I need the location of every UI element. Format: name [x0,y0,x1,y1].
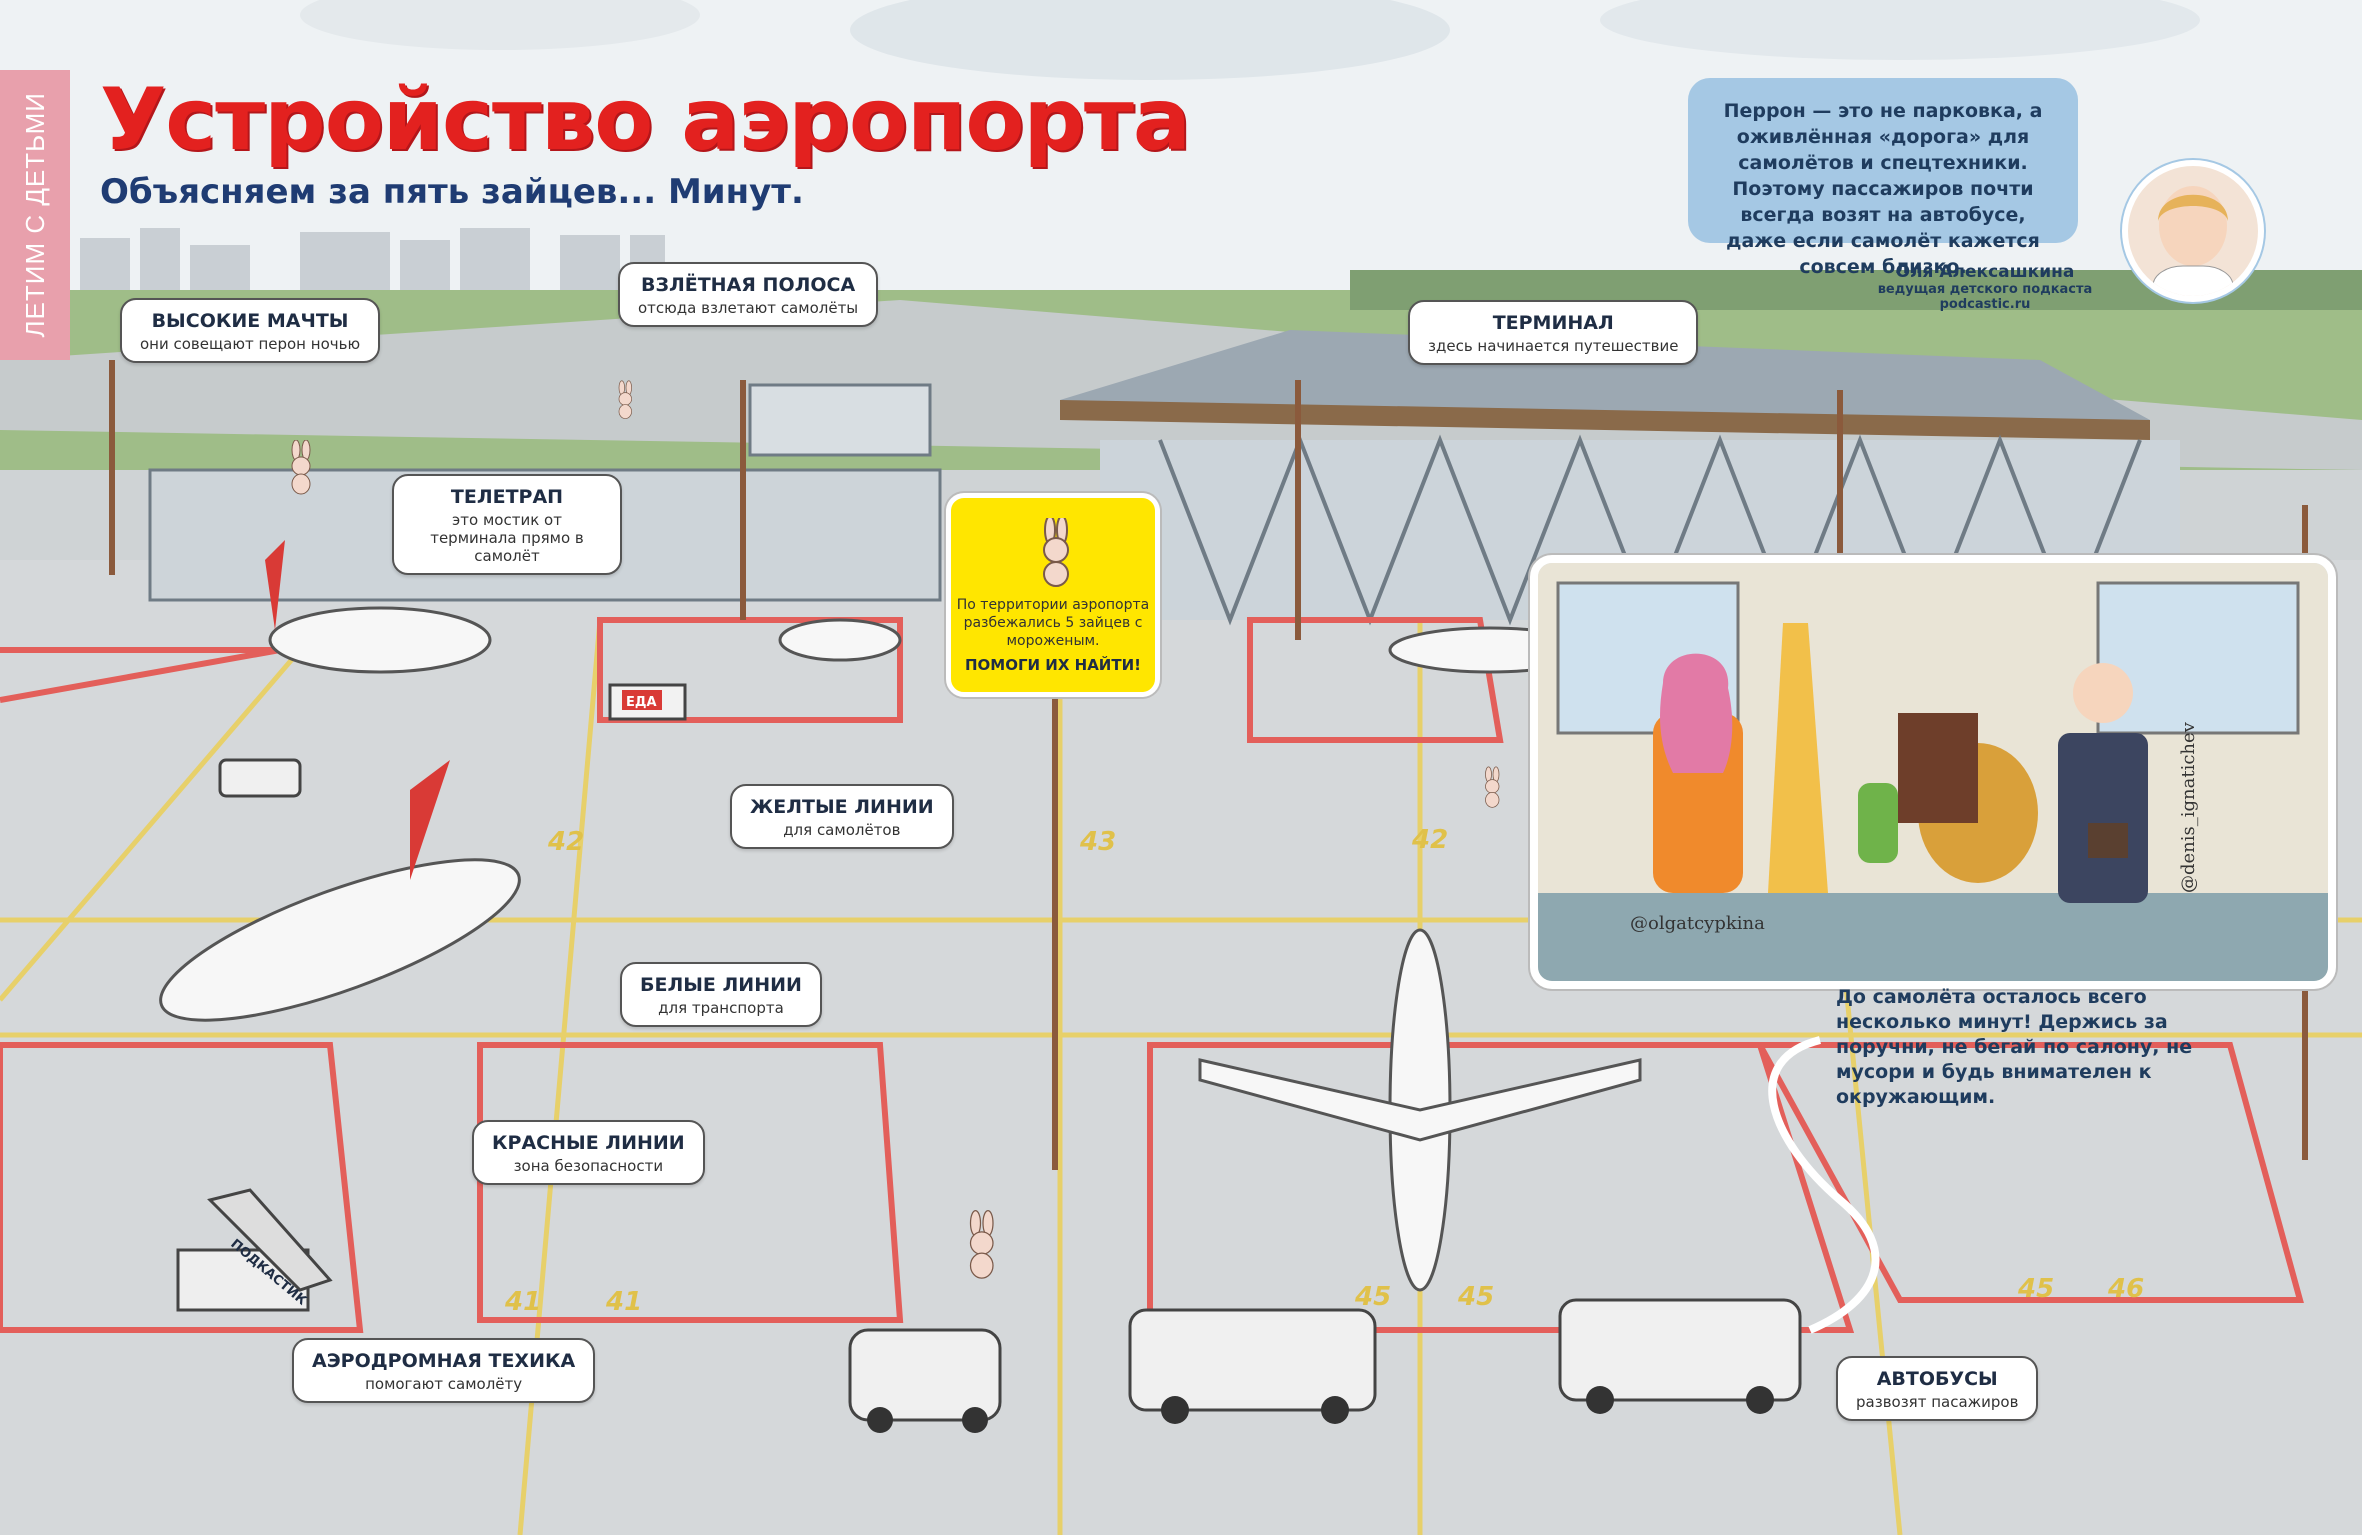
label-ground-equipment-sub: помогают самолёту [365,1375,523,1393]
find-rabbits-text: По территории аэропорта разбежались 5 за… [956,597,1150,649]
rabbit-icon [1485,766,1500,808]
label-ground-equipment: АЭРОДРОМНАЯ ТЕХИКА помогают самолёту [292,1338,596,1403]
author-site: podcastic.ru [1939,297,2031,312]
label-runway: ВЗЛЁТНАЯ ПОЛОСА отсюда взлетают самолёты [618,262,879,327]
stand-42-left: 42 [547,827,584,857]
stand-43: 43 [1079,827,1116,857]
rabbit-icon [618,380,632,419]
label-runway-sub: отсюда взлетают самолёты [638,299,859,317]
label-buses-title: АВТОБУСЫ [1876,1368,1998,1390]
bus-note: До самолёта осталось всего несколько мин… [1836,986,2193,1108]
label-masts: ВЫСОКИЕ МАЧТЫ они совещают перон ночью [120,298,381,363]
author-name: Оля Алексашкина [1895,262,2075,282]
label-red-lines-sub: зона безопасности [513,1157,664,1175]
label-terminal-title: ТЕРМИНАЛ [1492,312,1614,334]
side-tab: ЛЕТИМ С ДЕТЬМИ [0,70,70,360]
find-rabbits-call: ПОМОГИ ИХ НАЙТИ! [964,656,1141,674]
page-subtitle: Объясняем за пять зайцев... Минут. [100,172,804,212]
avatar-portrait-icon [2152,186,2234,296]
label-yellow-lines-sub: для самолётов [783,821,901,839]
label-white-lines-title: БЕЛЫЕ ЛИНИИ [640,974,802,996]
label-terminal: ТЕРМИНАЛ здесь начинается путешествие [1408,300,1699,365]
label-ground-equipment-title: АЭРОДРОМНАЯ ТЕХИКА [312,1350,576,1372]
rabbit-icon [969,1210,994,1279]
page-title: Устройство аэропорта [100,70,1191,170]
author-avatar [2122,160,2264,302]
credit-right: @denis_ignatichev [2178,722,2199,893]
rabbit-icon [1043,518,1069,587]
label-red-lines-title: КРАСНЫЕ ЛИНИИ [492,1132,685,1154]
credit-left: @olgatcypkina [1630,913,1765,934]
bus-interior-scene-icon [1538,563,2328,981]
label-buses: АВТОБУСЫ развозят пасажиров [1836,1356,2039,1421]
food-truck-text: ЕДА [626,695,657,710]
label-white-lines: БЕЛЫЕ ЛИНИИ для транспорта [620,962,822,1027]
tip-box: Перрон — это не парковка, а оживлённая «… [1688,78,2078,278]
stand-41-b: 41 [605,1287,642,1317]
label-runway-title: ВЗЛЁТНАЯ ПОЛОСА [640,274,856,296]
stand-45-b: 45 [1457,1282,1494,1312]
label-yellow-lines: ЖЕЛТЫЕ ЛИНИИ для самолётов [730,784,954,849]
author-role: ведущая детского подкаста [1877,282,2093,297]
label-yellow-lines-title: ЖЕЛТЫЕ ЛИНИИ [750,796,934,818]
label-buses-sub: развозят пасажиров [1856,1393,2019,1411]
stand-42-right: 42 [1411,825,1448,855]
label-jetbridge-sub: это мостик от терминала прямо в самолёт [430,511,584,565]
label-red-lines: КРАСНЫЕ ЛИНИИ зона безопасности [472,1120,705,1185]
stand-45-c: 45 [2017,1274,2054,1304]
label-masts-sub: они совещают перон ночью [140,335,361,353]
bus-interior-illustration: @olgatcypkina @denis_ignatichev [1530,555,2336,989]
label-masts-title: ВЫСОКИЕ МАЧТЫ [151,310,349,332]
stand-41-a: 41 [504,1287,541,1317]
stand-45-a: 45 [1354,1282,1391,1312]
side-tab-text: ЛЕТИМ С ДЕТЬМИ [19,92,50,338]
find-rabbits-box: По территории аэропорта разбежались 5 за… [946,493,1160,697]
author-block: Оля Алексашкина ведущая детского подкаст… [1870,262,2100,312]
rabbit-icon [291,440,311,495]
label-terminal-sub: здесь начинается путешествие [1428,337,1679,355]
label-jetbridge: ТЕЛЕТРАП это мостик от терминала прямо в… [392,474,622,575]
label-jetbridge-title: ТЕЛЕТРАП [450,486,564,508]
stand-46: 46 [2107,1274,2144,1304]
label-white-lines-sub: для транспорта [658,999,784,1017]
